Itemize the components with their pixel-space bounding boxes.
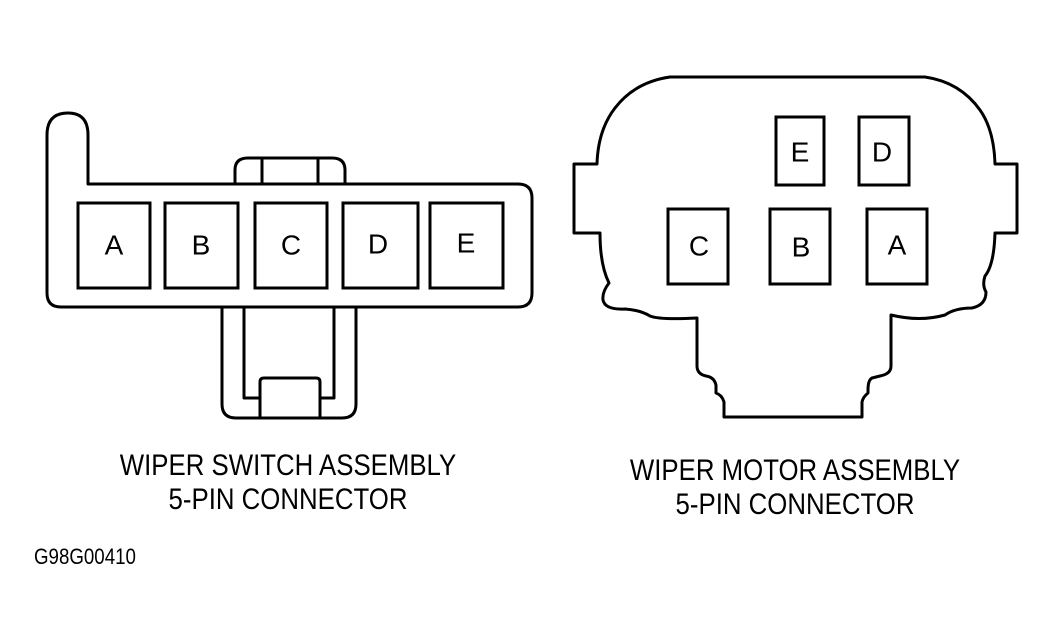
wiper-motor-caption-line2: 5-PIN CONNECTOR bbox=[675, 488, 915, 521]
wiper-motor-caption: WIPER MOTOR ASSEMBLY 5-PIN CONNECTOR bbox=[597, 454, 993, 522]
switch-pin-d: D bbox=[341, 201, 420, 290]
pin-label: C bbox=[281, 230, 301, 261]
wiper-switch-caption: WIPER SWITCH ASSEMBLY 5-PIN CONNECTOR bbox=[90, 449, 486, 517]
pin-label: A bbox=[105, 230, 124, 261]
switch-bottom-latch-outer bbox=[220, 305, 358, 420]
motor-pin-e: E bbox=[774, 115, 826, 187]
wiper-switch-connector: A B C D E bbox=[45, 111, 534, 420]
pin-label: D bbox=[368, 229, 388, 260]
pin-label: B bbox=[792, 232, 811, 263]
wiper-switch-caption-line2: 5-PIN CONNECTOR bbox=[168, 483, 408, 516]
pin-label: D bbox=[872, 137, 892, 168]
wiper-switch-caption-line1: WIPER SWITCH ASSEMBLY bbox=[119, 449, 457, 482]
switch-pin-b: B bbox=[163, 201, 240, 290]
pin-label: E bbox=[457, 228, 476, 259]
switch-bottom-latch-inner bbox=[242, 305, 336, 400]
motor-pin-d: D bbox=[857, 115, 911, 187]
switch-pin-a: A bbox=[76, 201, 152, 290]
motor-pin-c: C bbox=[666, 207, 730, 286]
switch-bottom-latch-tab bbox=[258, 376, 322, 420]
wiper-motor-caption-line1: WIPER MOTOR ASSEMBLY bbox=[629, 454, 961, 487]
motor-pin-a: A bbox=[865, 207, 929, 286]
pin-label: A bbox=[888, 230, 907, 261]
figure-code: G98G00410 bbox=[34, 544, 136, 569]
motor-pin-b: B bbox=[768, 207, 832, 286]
switch-top-latch bbox=[233, 156, 347, 186]
switch-pin-e: E bbox=[428, 201, 505, 290]
pin-label: E bbox=[791, 137, 810, 168]
pin-label: B bbox=[192, 230, 211, 261]
pin-label: C bbox=[689, 231, 709, 262]
switch-body-outline bbox=[45, 111, 534, 309]
motor-body-outline bbox=[572, 75, 1019, 419]
wiper-motor-connector: E D C B A bbox=[572, 75, 1019, 419]
switch-pin-c: C bbox=[253, 201, 329, 290]
